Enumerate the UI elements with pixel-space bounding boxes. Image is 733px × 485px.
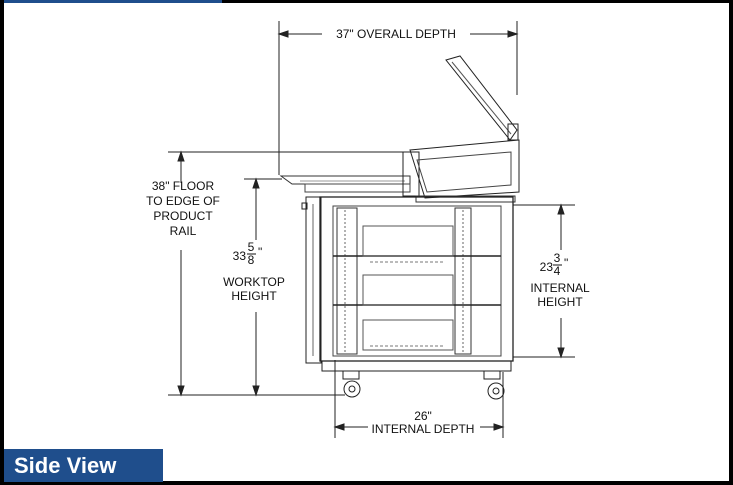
door-handle [301, 202, 308, 210]
worktop-height-numerator: 5 [248, 240, 255, 254]
upper-pan [362, 225, 454, 257]
internal-height-whole: 23 [540, 260, 554, 274]
product-rail-front [402, 151, 420, 197]
door [305, 196, 322, 364]
lid-hinge [507, 123, 519, 141]
view-title: Side View [4, 449, 163, 482]
overall-depth-label: 37" OVERALL DEPTH [336, 27, 456, 41]
cabinet-body [319, 196, 514, 362]
pan-well-inner [416, 151, 512, 193]
cutting-board [279, 175, 411, 185]
worktop-label-line2: HEIGHT [231, 289, 277, 303]
internal-depth-label: INTERNAL DEPTH [372, 422, 475, 436]
pan-well-base [415, 195, 516, 203]
rail-height-arrow-top [177, 150, 185, 162]
worktop-arrow-top [252, 177, 260, 189]
left-shelf-post [336, 207, 358, 355]
right-shelf-post [454, 207, 472, 355]
worktop-height-whole: 33 [233, 249, 247, 263]
overall-depth-arrow-right [507, 30, 519, 38]
cabinet-base [321, 360, 512, 372]
internal-height-unit: " [564, 256, 568, 270]
internal-depth-arrow-right [493, 423, 505, 431]
front-caster-wheel [343, 380, 361, 398]
cabinet-interior [332, 205, 502, 357]
worktop-height-unit: " [258, 245, 262, 259]
rail-height-label-line3: PRODUCT [153, 209, 213, 223]
lid [445, 55, 518, 141]
overall-depth-arrow-left [277, 30, 289, 38]
internal-height-label-line2: HEIGHT [537, 295, 583, 309]
internal-depth-arrow-left [333, 423, 345, 431]
internal-height-arrow-bottom [557, 347, 565, 359]
front-caster-hub [348, 385, 356, 393]
top-accent-bar [4, 0, 222, 3]
worktop-arrow-bottom [252, 385, 260, 397]
middle-pan [362, 274, 454, 306]
worktop-height-denominator: 8 [248, 253, 255, 267]
internal-height-arrow-top [557, 203, 565, 215]
rail-height-arrow-bottom [177, 385, 185, 397]
worktop-rail [304, 183, 411, 193]
front-caster-mount [342, 370, 360, 380]
rear-caster-mount [483, 370, 501, 380]
rear-caster-hub [492, 387, 500, 395]
lower-pan [362, 319, 454, 351]
rail-height-label-line1: 38" FLOOR [152, 179, 215, 193]
rear-caster-wheel [487, 382, 505, 400]
rail-height-label-line2: TO EDGE OF [146, 194, 220, 208]
rail-height-label-line4: RAIL [170, 224, 197, 238]
internal-height-numerator: 3 [554, 251, 561, 265]
worktop-label-line1: WORKTOP [223, 275, 285, 289]
internal-height-denominator: 4 [554, 264, 561, 278]
internal-height-label-line1: INTERNAL [530, 281, 590, 295]
lid-inner-edge [451, 61, 512, 135]
internal-depth-value: 26" [414, 409, 432, 423]
pan-well-body [409, 139, 520, 199]
